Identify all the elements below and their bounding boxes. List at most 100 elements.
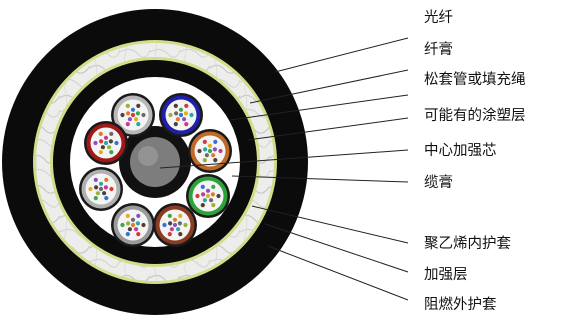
- fiber: [197, 148, 202, 154]
- fiber: [183, 111, 188, 116]
- fiber: [189, 112, 194, 118]
- fiber: [141, 222, 146, 228]
- fiber: [136, 103, 141, 108]
- fiber: [172, 222, 178, 228]
- fiber: [167, 213, 172, 218]
- fiber: [141, 112, 146, 118]
- leader-fiber-gel: [249, 69, 409, 104]
- fiber: [176, 227, 181, 232]
- fiber: [135, 111, 140, 116]
- fiber: [173, 103, 178, 108]
- fiber: [136, 213, 141, 218]
- label-strength-layer: 加强层: [424, 267, 468, 283]
- leader-central-strength: [159, 149, 409, 169]
- leader-loose-tube: [229, 94, 409, 121]
- fiber: [174, 111, 179, 116]
- fiber: [130, 217, 136, 222]
- leader-inner-sheath: [251, 205, 409, 244]
- loose-tube: [159, 93, 203, 137]
- fiber: [125, 232, 130, 237]
- fiber: [178, 107, 184, 112]
- loose-tube: [111, 203, 155, 247]
- leader-lines: [159, 37, 409, 301]
- fiber: [172, 217, 178, 222]
- fiber: [178, 112, 184, 118]
- fiber: [125, 213, 130, 218]
- fiber: [109, 186, 114, 192]
- fiber: [100, 145, 105, 150]
- fiber: [209, 198, 214, 203]
- label-fiber-gel: 纤膏: [424, 42, 453, 58]
- fiber: [126, 221, 131, 226]
- fiber: [167, 232, 172, 237]
- fiber: [178, 213, 183, 218]
- central-strength-member-highlight: [138, 146, 158, 166]
- fiber: [102, 191, 107, 196]
- label-loose-tube: 松套管或填充绳: [424, 72, 526, 88]
- fiber: [127, 117, 132, 122]
- fiber: [177, 221, 182, 226]
- fiber: [136, 122, 141, 127]
- fiber: [162, 222, 167, 228]
- fiber: [183, 222, 188, 228]
- fiber: [169, 227, 174, 232]
- fiber: [109, 150, 114, 155]
- fiber: [184, 122, 189, 127]
- fiber: [213, 139, 218, 144]
- fiber: [205, 193, 211, 199]
- fiber: [184, 103, 189, 108]
- leader-possible-coating: [247, 117, 409, 141]
- fiber: [136, 232, 141, 237]
- fiber: [182, 117, 187, 122]
- fiber: [216, 193, 221, 199]
- fiber: [135, 221, 140, 226]
- fiber: [204, 153, 209, 158]
- fiber: [203, 147, 208, 152]
- fiber: [93, 196, 98, 201]
- fiber: [200, 184, 205, 189]
- fiber: [99, 139, 104, 144]
- fiber: [95, 191, 100, 196]
- fiber: [201, 192, 206, 197]
- fiber: [218, 148, 223, 154]
- fiber: [93, 140, 98, 146]
- fiber: [107, 145, 112, 150]
- fiber: [98, 186, 104, 192]
- fiber: [175, 117, 180, 122]
- leader-strength-layer: [264, 223, 409, 273]
- fiber: [94, 185, 99, 190]
- fiber: [125, 122, 130, 127]
- fiber: [130, 222, 136, 228]
- fiber: [211, 153, 216, 158]
- fiber: [104, 196, 109, 201]
- fiber: [212, 147, 217, 152]
- loose-tube: [186, 174, 230, 218]
- fiber: [168, 112, 173, 118]
- label-central-strength: 中心加强芯: [424, 143, 497, 159]
- fiber: [168, 221, 173, 226]
- fiber: [134, 227, 139, 232]
- loose-tube: [153, 203, 197, 247]
- fiber: [98, 181, 104, 186]
- fiber: [114, 140, 119, 146]
- fiber: [211, 184, 216, 189]
- label-inner-sheath: 聚乙烯内护套: [424, 236, 511, 252]
- fiber: [202, 158, 207, 163]
- fiber: [126, 111, 131, 116]
- fiber: [103, 135, 109, 140]
- leader-cable-gel: [231, 175, 409, 183]
- loose-tube: [111, 93, 155, 137]
- fiber: [213, 158, 218, 163]
- fiber: [202, 139, 207, 144]
- loose-tube: [188, 129, 232, 173]
- fiber: [207, 148, 213, 154]
- fiber: [202, 198, 207, 203]
- fiber: [104, 177, 109, 182]
- fiber: [109, 131, 114, 136]
- fiber: [103, 140, 109, 146]
- fiber: [125, 103, 130, 108]
- fiber: [205, 188, 211, 193]
- fiber: [195, 193, 200, 199]
- fiber: [98, 131, 103, 136]
